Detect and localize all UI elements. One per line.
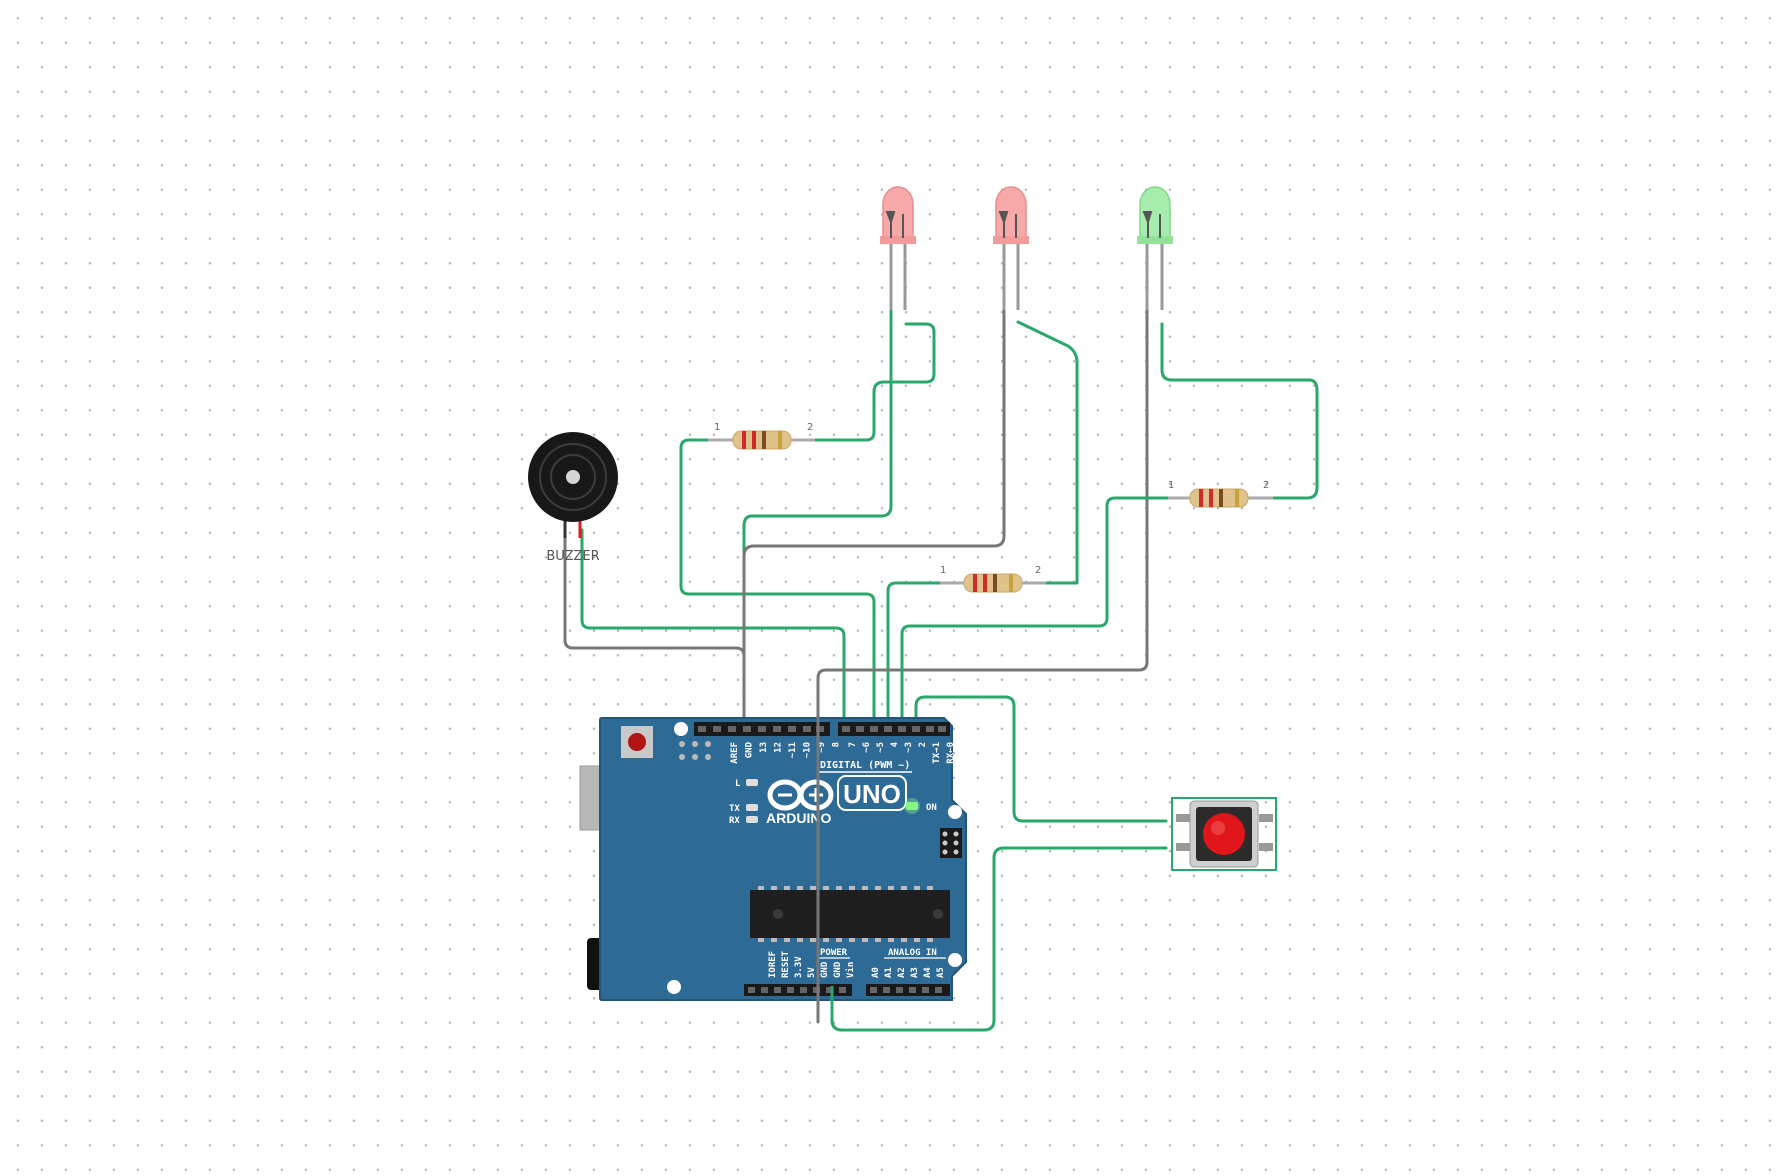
digital-pin-labels-left: AREF GND 13 12 ~11 ~10 ~9 8 bbox=[730, 741, 842, 763]
pin-label: 13 bbox=[759, 742, 769, 753]
wire-led3-r3[interactable] bbox=[1160, 322, 1319, 500]
pin-label: A4 bbox=[923, 967, 933, 978]
pin-label: 2 bbox=[918, 742, 928, 747]
wire-r1-pin5[interactable] bbox=[679, 438, 876, 730]
pin-label: GND bbox=[833, 961, 843, 978]
pin-label: ~11 bbox=[788, 742, 798, 758]
pin-label: RX←0 bbox=[946, 742, 956, 764]
wire-pin2-button[interactable] bbox=[914, 695, 1168, 823]
wire-r2-pin4[interactable] bbox=[886, 581, 942, 730]
resistor-r1[interactable]: 1 2 bbox=[708, 422, 815, 450]
rx-led-label: RX bbox=[729, 816, 740, 826]
r1-pin1-label: 1 bbox=[714, 422, 720, 433]
r1-pin2-label: 2 bbox=[807, 422, 813, 433]
buzzer-hole bbox=[566, 470, 580, 484]
on-led bbox=[906, 802, 918, 810]
arduino-uno-board[interactable]: AREF GND 13 12 ~11 ~10 ~9 8 7 ~6 ~5 4 ~3 2 TX→1 RX←0 D… bbox=[579, 717, 967, 1001]
wire-led3-gnd[interactable] bbox=[816, 308, 1149, 1024]
pin-label: GND bbox=[745, 741, 755, 758]
resistor-r3[interactable]: 1 2 bbox=[1168, 480, 1273, 508]
wire-buzzer-pin7[interactable] bbox=[580, 528, 846, 730]
pin-label: A1 bbox=[884, 967, 894, 978]
pin-label: A5 bbox=[936, 967, 946, 978]
buzzer-label: BUZZER bbox=[546, 549, 599, 564]
tx-led-label: TX bbox=[729, 804, 740, 814]
analog-in-label: ANALOG IN bbox=[888, 948, 937, 958]
pin-label: RESET bbox=[781, 950, 791, 978]
board-brand: ARDUINO bbox=[766, 810, 831, 826]
wire-r1-led1[interactable] bbox=[813, 322, 936, 442]
led-green[interactable] bbox=[1137, 186, 1173, 310]
r3-pin1-label: 1 bbox=[1168, 480, 1174, 491]
r2-pin1-label: 1 bbox=[940, 565, 946, 576]
pin-label: 5V bbox=[807, 967, 817, 978]
digital-pwm-label: DIGITAL (PWM ~) bbox=[820, 760, 910, 771]
pin-label: ~3 bbox=[904, 742, 914, 753]
pin-label: TX→1 bbox=[932, 742, 942, 764]
pushbutton-cap[interactable] bbox=[1203, 813, 1245, 855]
pin-label: 8 bbox=[832, 742, 842, 747]
r2-pin2-label: 2 bbox=[1035, 565, 1041, 576]
pin-label: ~9 bbox=[817, 742, 827, 753]
wire-r3-pin3[interactable] bbox=[900, 496, 1170, 730]
pin-label: A2 bbox=[897, 967, 907, 978]
digital-header-right bbox=[838, 722, 950, 736]
wire-led1-gnd[interactable] bbox=[742, 308, 893, 730]
pin-label: Vin bbox=[845, 962, 856, 978]
pin-label: 3.3V bbox=[794, 956, 804, 978]
pin-label: GND bbox=[820, 961, 830, 978]
pin-label: IOREF bbox=[768, 951, 778, 978]
pin-label: ~5 bbox=[876, 742, 886, 753]
pushbutton[interactable] bbox=[1171, 797, 1277, 871]
power-header bbox=[744, 984, 852, 996]
pin-label: 12 bbox=[774, 742, 784, 753]
l-led-label: L bbox=[735, 779, 741, 789]
digital-pin-labels-right: 7 ~6 ~5 4 ~3 2 TX→1 RX←0 bbox=[848, 741, 956, 763]
pin-label: 7 bbox=[848, 742, 858, 747]
on-label: ON bbox=[926, 803, 937, 813]
pin-label: ~10 bbox=[803, 742, 813, 758]
led-red-2[interactable] bbox=[993, 186, 1029, 310]
led-red-1[interactable] bbox=[880, 186, 916, 310]
r3-pin2-label: 2 bbox=[1263, 480, 1269, 491]
power-label: POWER bbox=[820, 948, 848, 958]
resistor-r2[interactable]: 1 2 bbox=[940, 565, 1046, 593]
wire-5v-overlay bbox=[830, 986, 984, 1032]
pin-label: A0 bbox=[871, 967, 881, 978]
pin-label: AREF bbox=[730, 742, 740, 764]
buzzer[interactable]: BUZZER bbox=[528, 432, 618, 564]
pin-label: ~6 bbox=[862, 742, 872, 753]
pin-label: 4 bbox=[890, 741, 900, 747]
pin-label: A3 bbox=[910, 967, 920, 978]
wire-led2-r2[interactable] bbox=[1016, 320, 1079, 585]
board-model: UNO bbox=[843, 779, 901, 809]
wire-led2-gnd[interactable] bbox=[742, 308, 1006, 730]
atmega-chip bbox=[750, 890, 950, 938]
arduino-logo-icon bbox=[767, 779, 834, 811]
